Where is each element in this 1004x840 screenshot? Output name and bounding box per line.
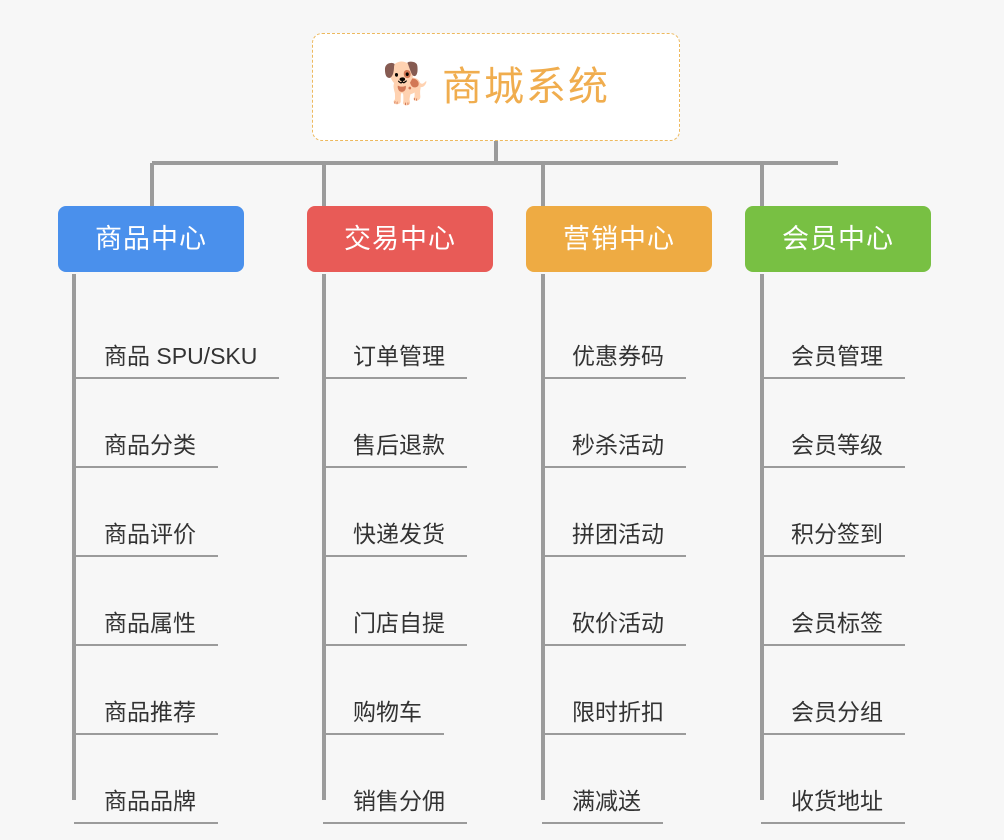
branch-header-2[interactable]: 营销中心 [526, 206, 712, 272]
branch-header-label-2: 营销中心 [563, 223, 675, 254]
shiba-dog-face-icon: 🐕 [382, 62, 432, 106]
leaf-label: 会员标签 [761, 610, 905, 646]
leaf-list-3: 会员管理 会员等级 积分签到 会员标签 会员分组 收货地址 [761, 294, 965, 828]
branch-header-1[interactable]: 交易中心 [307, 206, 493, 272]
list-item[interactable]: 秒杀活动 [542, 383, 746, 472]
leaf-label: 限时折扣 [542, 699, 686, 735]
list-item[interactable]: 商品推荐 [74, 650, 278, 739]
list-item[interactable]: 会员分组 [761, 650, 965, 739]
leaf-label: 售后退款 [323, 432, 467, 468]
leaf-label: 商品属性 [74, 610, 218, 646]
leaf-label: 商品 SPU/SKU [74, 343, 280, 379]
list-item[interactable]: 商品分类 [74, 383, 278, 472]
leaf-label: 商品分类 [74, 432, 218, 468]
leaf-label: 订单管理 [323, 343, 467, 379]
leaf-label: 收货地址 [761, 788, 905, 824]
leaf-label: 积分签到 [761, 521, 905, 557]
leaf-label: 拼团活动 [542, 521, 686, 557]
branch-header-label-3: 会员中心 [782, 223, 894, 254]
leaf-label: 商品评价 [74, 521, 218, 557]
leaf-label: 商品推荐 [74, 699, 218, 735]
root-node[interactable]: 🐕 商城系统 [312, 33, 680, 141]
list-item[interactable]: 商品品牌 [74, 739, 278, 828]
branch-product-center: 商品中心 商品 SPU/SKU 商品分类 商品评价 商品属性 商品推荐 商品品牌 [58, 206, 280, 828]
branch-header-3[interactable]: 会员中心 [745, 206, 931, 272]
list-item[interactable]: 限时折扣 [542, 650, 746, 739]
list-item[interactable]: 收货地址 [761, 739, 965, 828]
leaf-label: 门店自提 [323, 610, 467, 646]
list-item[interactable]: 商品评价 [74, 472, 278, 561]
branch-header-label-0: 商品中心 [95, 223, 207, 254]
list-item[interactable]: 快递发货 [323, 472, 527, 561]
list-item[interactable]: 商品 SPU/SKU [74, 294, 280, 383]
list-item[interactable]: 拼团活动 [542, 472, 746, 561]
branch-marketing-center: 营销中心 优惠券码 秒杀活动 拼团活动 砍价活动 限时折扣 满减送 [526, 206, 746, 828]
leaf-list-2: 优惠券码 秒杀活动 拼团活动 砍价活动 限时折扣 满减送 [542, 294, 746, 828]
leaf-label: 满减送 [542, 788, 663, 824]
leaf-list-1: 订单管理 售后退款 快递发货 门店自提 购物车 销售分佣 [323, 294, 527, 828]
leaf-label: 商品品牌 [74, 788, 218, 824]
list-item[interactable]: 满减送 [542, 739, 746, 828]
branch-header-label-1: 交易中心 [344, 223, 456, 254]
list-item[interactable]: 优惠券码 [542, 294, 746, 383]
leaf-label: 秒杀活动 [542, 432, 686, 468]
list-item[interactable]: 门店自提 [323, 561, 527, 650]
list-item[interactable]: 订单管理 [323, 294, 527, 383]
root-title: 商城系统 [442, 65, 610, 109]
list-item[interactable]: 商品属性 [74, 561, 278, 650]
list-item[interactable]: 售后退款 [323, 383, 527, 472]
list-item[interactable]: 购物车 [323, 650, 527, 739]
branch-header-0[interactable]: 商品中心 [58, 206, 244, 272]
branch-trade-center: 交易中心 订单管理 售后退款 快递发货 门店自提 购物车 销售分佣 [307, 206, 527, 828]
leaf-label: 会员等级 [761, 432, 905, 468]
branch-member-center: 会员中心 会员管理 会员等级 积分签到 会员标签 会员分组 收货地址 [745, 206, 965, 828]
leaf-label: 快递发货 [323, 521, 467, 557]
list-item[interactable]: 销售分佣 [323, 739, 527, 828]
list-item[interactable]: 砍价活动 [542, 561, 746, 650]
list-item[interactable]: 积分签到 [761, 472, 965, 561]
leaf-label: 会员管理 [761, 343, 905, 379]
leaf-label: 砍价活动 [542, 610, 686, 646]
list-item[interactable]: 会员管理 [761, 294, 965, 383]
leaf-label: 销售分佣 [323, 788, 467, 824]
leaf-list-0: 商品 SPU/SKU 商品分类 商品评价 商品属性 商品推荐 商品品牌 [74, 294, 280, 828]
list-item[interactable]: 会员标签 [761, 561, 965, 650]
leaf-label: 会员分组 [761, 699, 905, 735]
leaf-label: 优惠券码 [542, 343, 686, 379]
leaf-label: 购物车 [323, 699, 444, 735]
list-item[interactable]: 会员等级 [761, 383, 965, 472]
